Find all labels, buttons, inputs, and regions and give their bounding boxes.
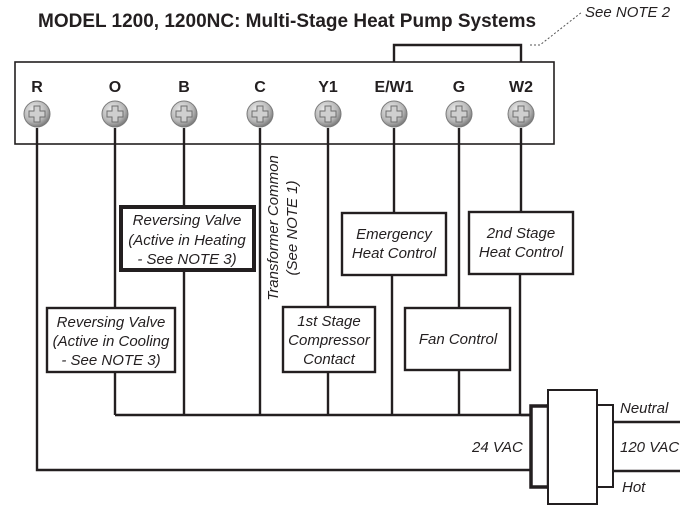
compressor-line1: 1st Stage [297, 313, 360, 330]
rv-cooling-line1: Reversing Valve [57, 314, 166, 331]
wire-r [35, 128, 530, 472]
transformer: 24 VAC Neutral 120 VAC Hot [471, 389, 680, 505]
terminal-g: G [445, 79, 473, 128]
terminal-o: O [101, 79, 129, 128]
note2-label: See NOTE 2 [585, 4, 671, 21]
screw-terminal-icon [170, 100, 198, 128]
emergency-line2: Heat Control [352, 245, 437, 262]
terminal-label: E/W1 [374, 79, 413, 96]
fan-control-box: Fan Control [403, 306, 512, 372]
rv-heating-line2: (Active in Heating [128, 232, 246, 249]
transformer-common-line1: Transformer Common [265, 155, 282, 301]
terminal-e-w1: E/W1 [374, 79, 414, 128]
second-stage-line2: Heat Control [479, 244, 564, 261]
screw-terminal-icon [23, 100, 51, 128]
terminal-label: W2 [509, 79, 533, 96]
screw-terminal-icon [246, 100, 274, 128]
transformer-primary-coil [596, 404, 614, 488]
rv-cooling-line2: (Active in Cooling [53, 333, 170, 350]
terminal-r: R [23, 79, 51, 128]
note2-leader-line [530, 11, 583, 46]
terminal-b: B [170, 79, 198, 128]
fan-control-line1: Fan Control [419, 331, 498, 348]
terminal-label: B [178, 79, 190, 96]
screw-terminal-icon [380, 100, 408, 128]
compressor-line3: Contact [303, 351, 356, 368]
rv-heating-line3: - See NOTE 3) [137, 251, 236, 268]
secondary-voltage-label: 24 VAC [471, 439, 523, 456]
rv-heating-box: Reversing Valve (Active in Heating - See… [119, 205, 256, 272]
transformer-common-label: Transformer Common (See NOTE 1) [265, 155, 301, 301]
transformer-core [547, 389, 598, 505]
diagram-title: MODEL 1200, 1200NC: Multi-Stage Heat Pum… [38, 11, 536, 32]
screw-terminal-icon [101, 100, 129, 128]
compressor-line2: Compressor [288, 332, 371, 349]
terminal-label: R [31, 79, 43, 96]
terminal-label: G [453, 79, 465, 96]
second-stage-heat-box: 2nd Stage Heat Control [467, 210, 575, 276]
terminal-label: C [254, 79, 266, 96]
terminal-label: Y1 [318, 79, 338, 96]
screw-terminal-icon [314, 100, 342, 128]
compressor-box: 1st Stage Compressor Contact [281, 305, 377, 374]
second-stage-line1: 2nd Stage [486, 225, 555, 242]
primary-voltage-label: 120 VAC [620, 439, 679, 456]
rv-heating-line1: Reversing Valve [133, 212, 242, 229]
terminal-w2: W2 [507, 79, 535, 128]
emergency-heat-box: Emergency Heat Control [340, 211, 448, 277]
terminal-block [14, 61, 555, 145]
rv-cooling-box: Reversing Valve (Active in Cooling - See… [45, 306, 177, 374]
transformer-common-line2: (See NOTE 1) [284, 180, 301, 275]
terminal-y1: Y1 [314, 79, 342, 128]
terminal-label: O [109, 79, 121, 96]
terminal-c: C [246, 79, 274, 128]
rv-cooling-line3: - See NOTE 3) [61, 352, 160, 369]
emergency-line1: Emergency [356, 226, 433, 243]
screw-terminal-icon [445, 100, 473, 128]
hot-label: Hot [622, 479, 646, 496]
screw-terminal-icon [507, 100, 535, 128]
jumper-ew1-w2 [392, 43, 523, 62]
neutral-label: Neutral [620, 400, 669, 417]
